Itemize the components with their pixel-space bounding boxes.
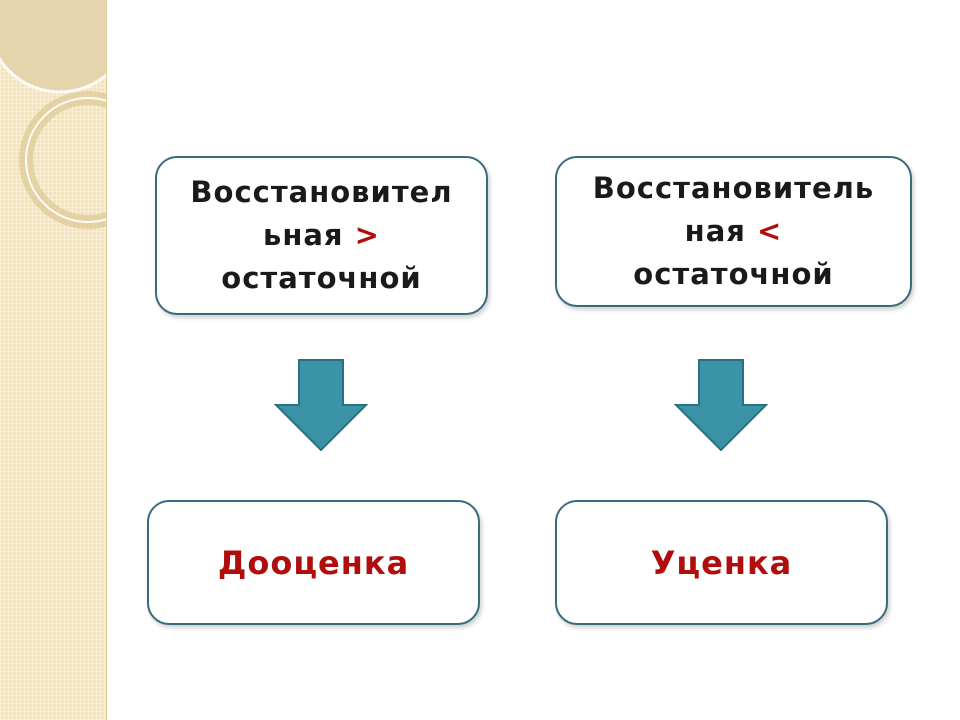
result-box-markdown: Уценка — [555, 500, 888, 625]
down-arrow-icon-left — [274, 359, 369, 452]
decorative-rings — [0, 0, 106, 229]
condition-box-greater: Восстановител ьная > остаточной — [155, 156, 488, 315]
result-text-markdown: Уценка — [650, 543, 793, 582]
decorative-side-strip — [0, 0, 107, 720]
less-than-operator: < — [757, 214, 783, 248]
condition-line-3: остаточной — [633, 257, 834, 291]
down-arrow-icon-right — [674, 359, 769, 452]
condition-text-less: Восстановитель ная < остаточной — [593, 167, 874, 296]
result-box-revaluation: Дооценка — [147, 500, 480, 625]
condition-line-2: ьная > — [262, 218, 380, 252]
condition-box-less: Восстановитель ная < остаточной — [555, 156, 912, 307]
condition-text-greater: Восстановител ьная > остаточной — [190, 171, 452, 300]
condition-line-2: ная < — [684, 214, 783, 248]
condition-line-1: Восстановитель — [592, 171, 875, 205]
condition-line-3: остаточной — [221, 261, 422, 295]
result-text-revaluation: Дооценка — [217, 543, 410, 582]
condition-line-1: Восстановител — [190, 175, 453, 209]
greater-than-operator: > — [354, 218, 380, 252]
